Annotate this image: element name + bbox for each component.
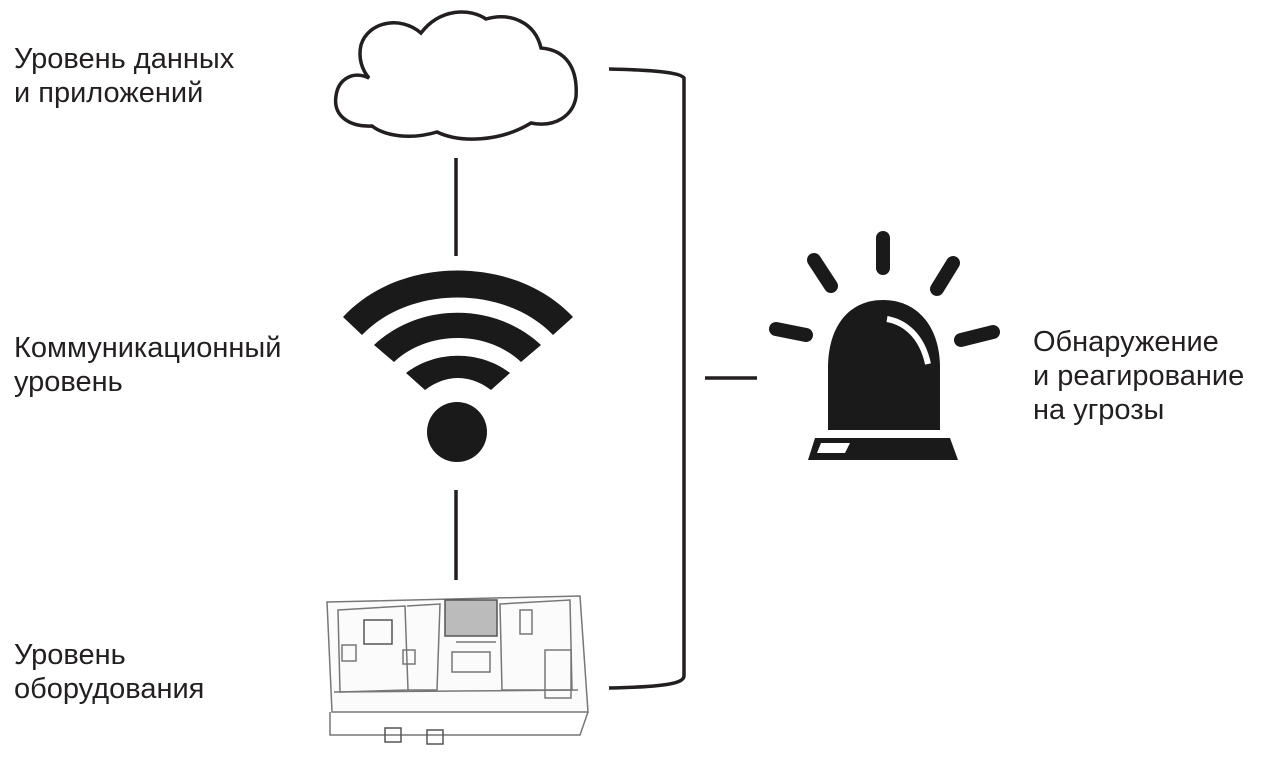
label-line: уровень [14, 366, 123, 398]
label-line: Уровень данных [14, 43, 235, 75]
label-communication-layer: Коммуникационный уровень [14, 331, 281, 399]
bracket-connector [608, 67, 686, 690]
label-detection-response: Обнаружение и реагирование на угрозы [1033, 325, 1244, 427]
label-line: оборудования [14, 673, 205, 705]
alarm-beacon-icon [769, 231, 1000, 460]
label-line: и реагирование [1033, 360, 1245, 392]
wifi-icon [343, 270, 573, 462]
label-line: Коммуникационный [14, 332, 282, 364]
label-line: Уровень [14, 639, 126, 671]
label-equipment-layer: Уровень оборудования [14, 638, 204, 706]
label-line: Обнаружение [1033, 326, 1219, 358]
label-data-apps-layer: Уровень данных и приложений [14, 42, 234, 110]
label-line: на угрозы [1033, 394, 1165, 426]
label-line: и приложений [14, 77, 204, 109]
cnc-machine-icon [326, 595, 589, 745]
cloud-icon [333, 10, 578, 141]
